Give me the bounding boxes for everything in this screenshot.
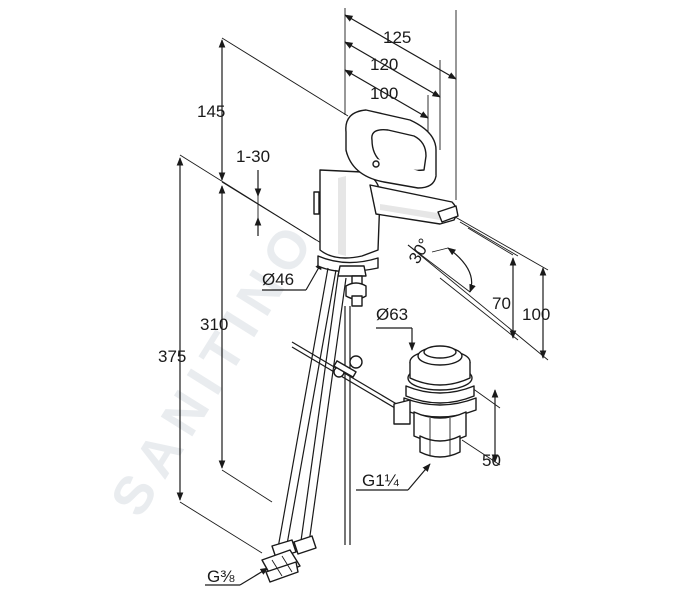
- dim-100-top: 100: [370, 84, 398, 103]
- faucet-body: [313, 109, 459, 307]
- drain-waste: [393, 345, 477, 458]
- dim-30-degree: 30°: [405, 235, 434, 267]
- dim-375: 375: [158, 347, 186, 366]
- thread-g3-8: G⅜: [207, 567, 235, 586]
- dimension-labels: 125 120 100 145 1-30 30° Ø46 310 375 70 …: [158, 28, 550, 586]
- dim-diameter-46: Ø46: [262, 270, 294, 289]
- supply-hoses: [261, 267, 347, 583]
- dim-100-right: 100: [522, 305, 550, 324]
- pop-up-linkage: [291, 306, 401, 545]
- dim-1-30: 1-30: [236, 147, 270, 166]
- dim-125: 125: [383, 28, 411, 47]
- thread-g1-1-4: G1¼: [362, 471, 400, 490]
- dim-120: 120: [370, 55, 398, 74]
- dim-145: 145: [197, 102, 225, 121]
- dim-310: 310: [200, 315, 228, 334]
- dim-50: 50: [482, 451, 501, 470]
- dimension-lines: [176, 14, 547, 586]
- watermark: SANITINO: [99, 208, 329, 526]
- dim-70: 70: [492, 294, 511, 313]
- dim-diameter-63: Ø63: [376, 305, 408, 324]
